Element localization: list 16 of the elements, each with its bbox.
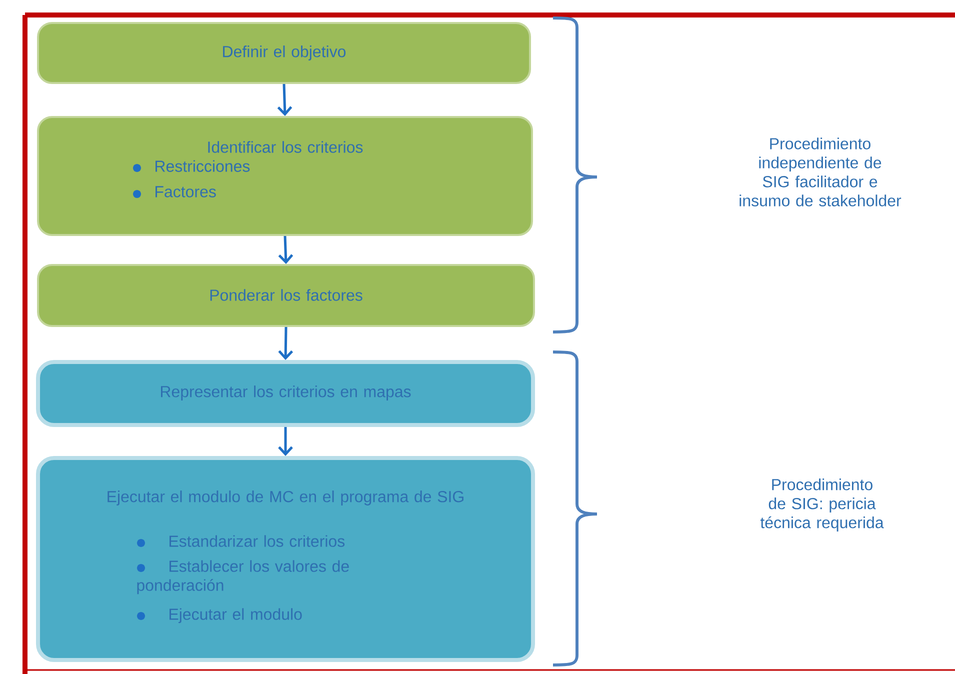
box-heading: Definir el objetivo xyxy=(223,46,346,60)
box-heading: Representar los criterios en mapas xyxy=(161,386,411,400)
bullet-item: Ejecutar el modulo xyxy=(137,608,302,624)
bullet-item: Restricciones xyxy=(133,160,250,172)
arrow xyxy=(278,426,293,456)
arrow xyxy=(278,326,294,360)
box-heading: Identificar los criterios xyxy=(208,141,363,153)
arrow xyxy=(277,84,292,116)
box-heading: Ejecutar el modulo de MC en el programa de SIG xyxy=(108,490,464,506)
bullet-item: Estandarizar los criterios xyxy=(137,535,345,547)
side-note: Procedimiento independiente de SIG facilitador e insumo de stakeholder xyxy=(740,138,902,206)
box-heading: Ponderar los factores xyxy=(210,289,362,301)
bullet-item: Establecer los valores de ponderación xyxy=(137,560,349,594)
bullet-item: Factores xyxy=(133,186,216,198)
side-note: Procedimiento de SIG: pericia técnica requerida xyxy=(760,478,884,532)
arrow xyxy=(278,236,294,264)
